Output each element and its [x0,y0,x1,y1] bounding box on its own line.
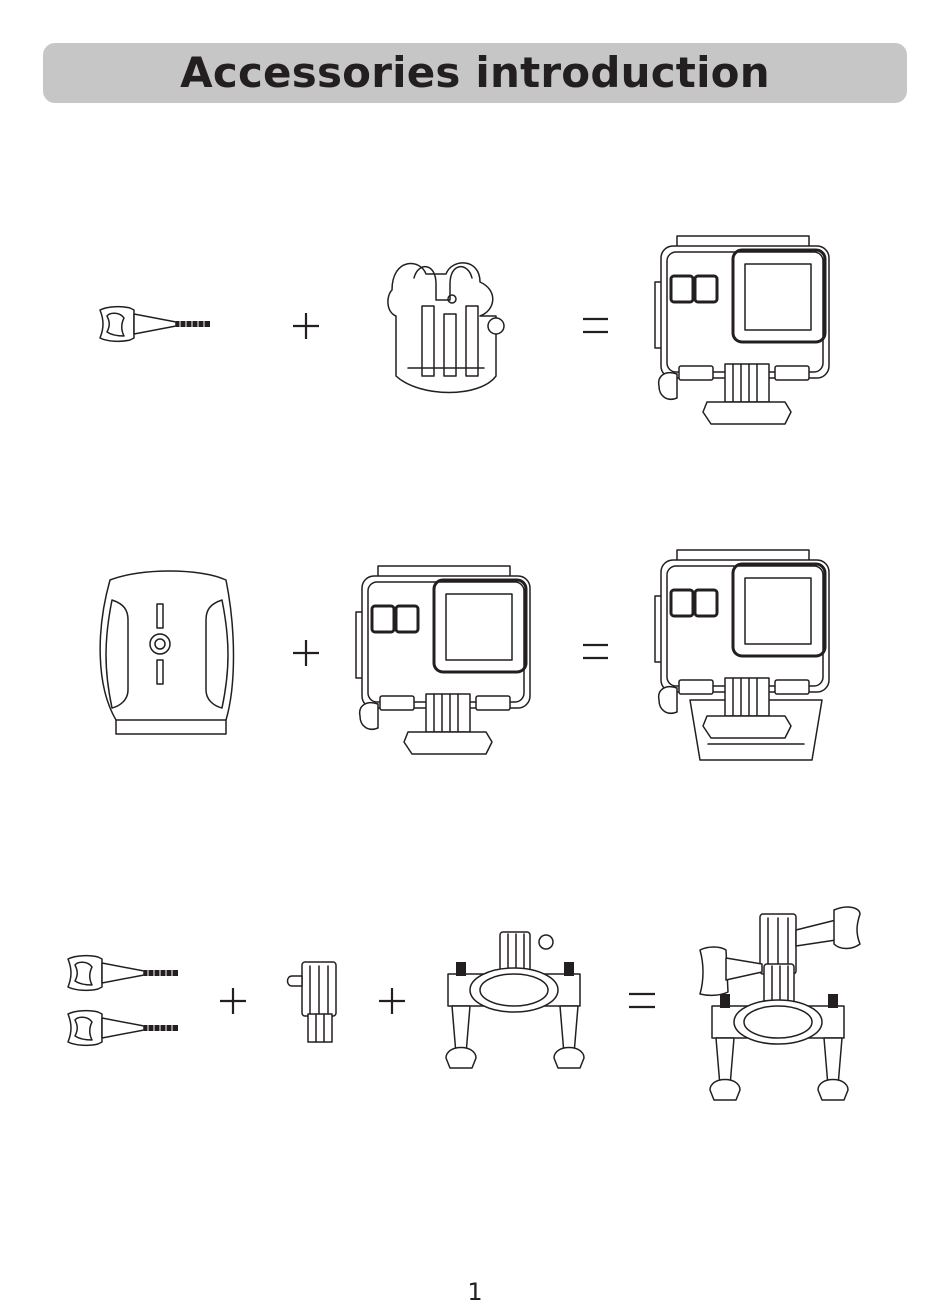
thumb-screw-illustration [68,956,178,991]
housing-with-buckle-illustration [655,236,829,424]
buckle-mount-illustration [388,263,504,393]
equals-icon [583,319,608,332]
housing-on-base-illustration [655,550,829,760]
plus-icon [379,988,405,1014]
housing-illustration [356,566,530,754]
plus-icon [293,640,319,666]
plus-icon [220,988,246,1014]
page-number: 1 [0,1278,950,1306]
curved-base-illustration [100,571,233,734]
equals-icon [629,994,655,1007]
pivot-arm-illustration [288,962,337,1042]
thumb-screw-illustration [100,307,210,342]
handlebar-mount-illustration [446,932,584,1068]
thumb-screw-illustration [68,1011,178,1046]
plus-icon [293,313,319,339]
equals-icon [583,645,608,658]
handlebar-assembly-illustration [700,907,860,1100]
